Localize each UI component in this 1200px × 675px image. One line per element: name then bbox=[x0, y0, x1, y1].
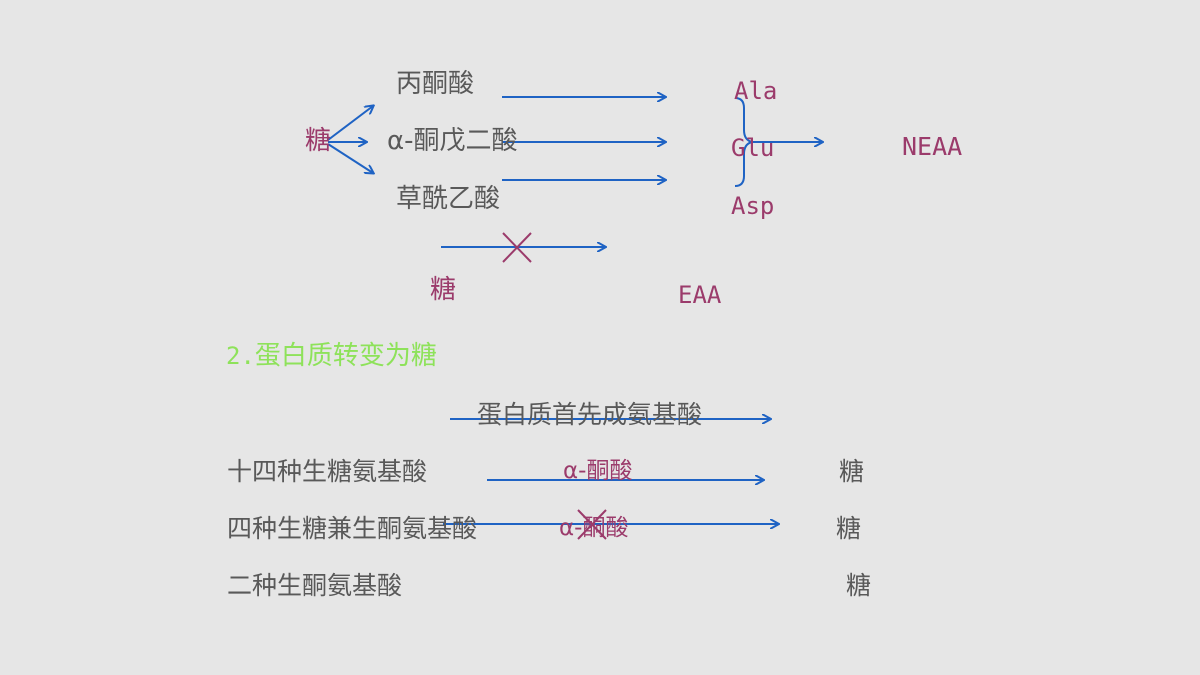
oxaloacetate-label: 草酰乙酸 bbox=[396, 184, 501, 214]
section-title: 蛋白质转变为糖 bbox=[254, 341, 437, 371]
row1-result: 糖 bbox=[839, 457, 865, 486]
row1-mid: α-酮酸 bbox=[563, 458, 633, 484]
protein-to-aa-label: 蛋白质首先成氨基酸 bbox=[477, 400, 703, 429]
asp-label: Asp bbox=[731, 192, 775, 220]
glu-label: Glu bbox=[731, 134, 775, 162]
sugar-label: 糖 bbox=[305, 126, 332, 156]
row3-label: 二种生酮氨基酸 bbox=[227, 571, 403, 600]
neaa-label: NEAA bbox=[902, 132, 963, 161]
ala-label: Ala bbox=[734, 77, 778, 105]
blocked-cross-eaa bbox=[502, 232, 532, 263]
branch-arrow-up bbox=[327, 106, 373, 141]
eaa-label: EAA bbox=[678, 281, 722, 309]
row1-label: 十四种生糖氨基酸 bbox=[227, 457, 428, 486]
blocked-cross-row2 bbox=[577, 509, 607, 540]
branch-arrow-down bbox=[327, 143, 373, 173]
row2-result: 糖 bbox=[836, 514, 862, 543]
sugar-label-2: 糖 bbox=[430, 275, 457, 305]
alpha-ketoglutarate-label: α-酮戊二酸 bbox=[387, 126, 518, 156]
section-heading: 2.蛋白质转变为糖 bbox=[226, 343, 437, 369]
row2-label: 四种生糖兼生酮氨基酸 bbox=[227, 514, 478, 543]
section-number: 2. bbox=[226, 342, 255, 370]
pyruvate-label: 丙酮酸 bbox=[396, 69, 475, 99]
row3-result: 糖 bbox=[846, 571, 872, 600]
row2-mid: α-酮酸 bbox=[559, 515, 629, 541]
